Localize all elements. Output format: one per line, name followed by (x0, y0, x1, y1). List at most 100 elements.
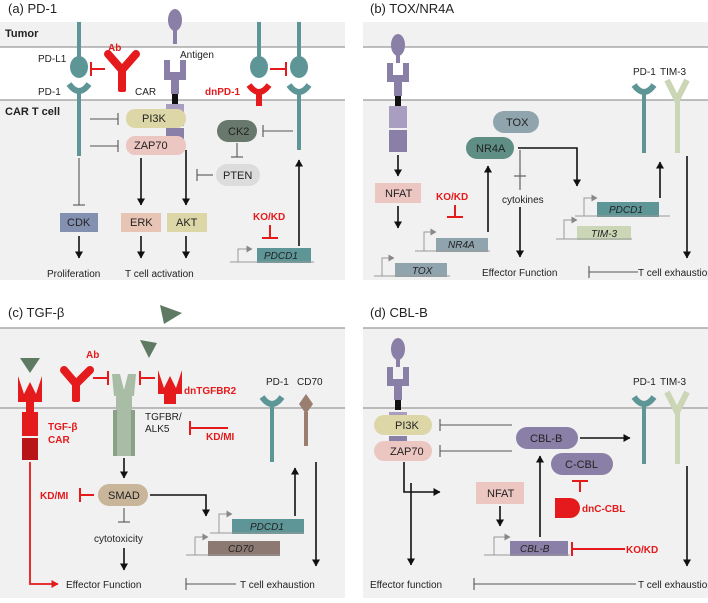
antigen-label: Antigen (180, 50, 214, 61)
exhaustion-label-c: T cell exhaustion (240, 580, 315, 591)
nfat-label-b: NFAT (385, 188, 413, 200)
pd1-label-d: PD-1 (633, 377, 656, 388)
effector-label-d: Effector function (370, 580, 442, 591)
panel-d-label: (d) CBL-B (370, 305, 428, 320)
tgfb-ligand-2 (160, 305, 182, 324)
cdk-label: CDK (67, 217, 91, 229)
zap70-node (126, 136, 186, 155)
panel-b: (b) TOX/NR4A NFAT TOX NR4A KO/KD NR4A TO… (363, 1, 708, 280)
tim3-receptor-b (664, 78, 690, 153)
exhaustion-label-d: T cell exhaustion (638, 580, 708, 591)
ab-label: Ab (108, 43, 121, 54)
cd70-gene (208, 541, 280, 556)
dnccbl-label: dnC-CBL (582, 504, 625, 515)
panel-c-label: (c) TGF-β (8, 305, 64, 320)
kdmi-label-1: KD/MI (206, 432, 235, 443)
pdl1-dnpd1-pair (246, 22, 312, 150)
tox-node (493, 111, 539, 133)
pd1-receptor-b (631, 83, 657, 153)
panel-a-label: (a) PD-1 (8, 1, 57, 16)
tgfb-ligand-1 (140, 340, 157, 358)
nfat-node-b (375, 183, 421, 203)
pd1-label: PD-1 (38, 87, 61, 98)
akt-label: AKT (176, 217, 198, 229)
pdcd1-label-c: PDCD1 (250, 522, 284, 533)
car-receptor-b (387, 34, 409, 152)
dnpd1-label: dnPD-1 (205, 87, 240, 98)
cdk-node (60, 213, 98, 232)
cblb-node (516, 427, 578, 449)
pi3k-node-d (374, 415, 432, 435)
pdcd1-gene (257, 248, 311, 263)
tim3-gene-label-b: TIM-3 (591, 229, 618, 240)
nr4a-label: NR4A (476, 143, 506, 155)
tgfb-car-receptor (18, 376, 42, 460)
panel-b-label: (b) TOX/NR4A (370, 1, 454, 16)
exhaustion-label-b: T cell exhaustion (638, 268, 708, 279)
ab-label-c: Ab (86, 350, 99, 361)
akt-node (167, 213, 207, 232)
smad-label: SMAD (108, 490, 140, 502)
cblb-gene (510, 541, 568, 556)
effector-label-c: Effector Function (66, 580, 141, 591)
tgfbr-label-2: ALK5 (145, 424, 170, 435)
pi3k-label: PI3K (142, 113, 167, 125)
ccbl-node (551, 453, 613, 475)
nfat-node-d (476, 482, 524, 504)
zap70-label: ZAP70 (134, 140, 168, 152)
pdcd1-gene-c (232, 519, 304, 534)
tumor-label: Tumor (5, 28, 39, 40)
cd70-receptor (299, 394, 313, 446)
effector-label-b: Effector Function (482, 268, 557, 279)
nfat-label-d: NFAT (487, 488, 515, 500)
tgfb-car-label-2: CAR (48, 435, 70, 446)
cytokines-label: cytokines (502, 195, 544, 206)
pd1-label-b: PD-1 (633, 67, 656, 78)
panel-d: (d) CBL-B PI3K ZAP70 CBL-B C-CBL dnC-CBL… (363, 305, 708, 598)
dnccbl-icon (555, 498, 580, 518)
panel-c: (c) TGF-β TGF-β CAR Ab dnTGFBR2 TGFBR/ A… (0, 305, 345, 598)
pi3k-node (126, 109, 186, 128)
kokd-label-d: KO/KD (626, 545, 658, 556)
dntgfbr2-label: dnTGFBR2 (184, 386, 237, 397)
kokd-label-a: KO/KD (253, 212, 285, 223)
tgfb-ligand-3 (20, 358, 40, 373)
tox-gene (395, 263, 447, 277)
tim3-gene-b (577, 226, 631, 240)
tgfbr-label-1: TGFBR/ (145, 412, 182, 423)
pd1-receptor-d (631, 395, 657, 464)
pd1-label-c: PD-1 (266, 377, 289, 388)
ck2-node (217, 120, 257, 142)
tgfbr-receptor (112, 374, 136, 456)
cytotoxicity-label: cytotoxicity (94, 534, 143, 545)
nr4a-gene-label: NR4A (448, 240, 475, 251)
pten-label: PTEN (223, 170, 252, 182)
kdmi-label-2: KD/MI (40, 491, 69, 502)
pdcd1-gene-b (597, 202, 659, 217)
tgfb-car-label-1: TGF-β (48, 422, 77, 433)
panel-a: (a) PD-1 Tumor CAR T cell PD-L1 PD-1 Ab … (0, 1, 345, 280)
smad-node (98, 484, 148, 506)
pdcd1-label-a: PDCD1 (264, 251, 298, 262)
erk-node (121, 213, 161, 232)
ccbl-label: C-CBL (565, 459, 598, 471)
pten-node (216, 164, 260, 186)
antibody-icon (104, 50, 140, 92)
zap70-label-d: ZAP70 (390, 446, 424, 458)
cd70-gene-label: CD70 (228, 544, 254, 555)
cblb-gene-label: CBL-B (520, 544, 550, 555)
nr4a-gene (436, 238, 488, 252)
cblb-label: CBL-B (530, 433, 562, 445)
proliferation-label: Proliferation (47, 269, 100, 280)
tox-gene-label: TOX (412, 266, 433, 277)
pdl1-pd1-pair (66, 22, 92, 156)
nr4a-node (466, 137, 514, 159)
pdcd1-label-b: PDCD1 (609, 205, 643, 216)
car-label: CAR (135, 87, 156, 98)
dntgfbr2-receptor (158, 370, 182, 404)
erk-label: ERK (130, 217, 153, 229)
kokd-label-b: KO/KD (436, 192, 468, 203)
pdl1-label: PD-L1 (38, 54, 67, 65)
